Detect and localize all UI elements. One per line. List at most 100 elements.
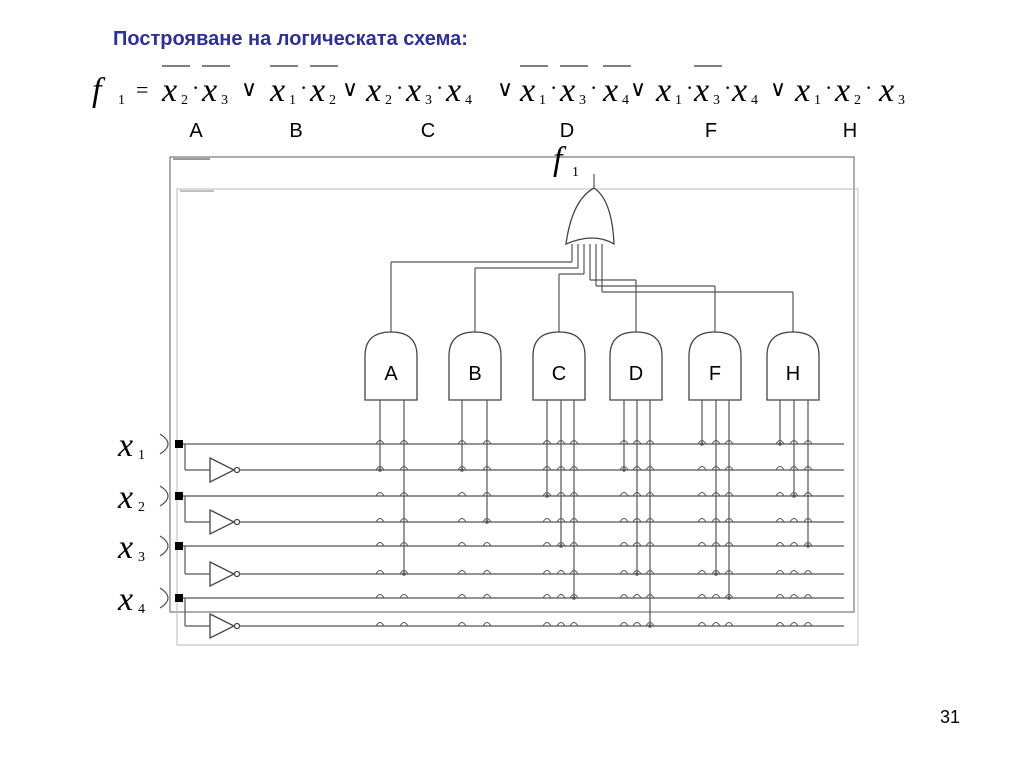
formula-subscript: 2 — [854, 93, 861, 108]
inverter-bubble — [233, 570, 241, 578]
wire-crossover — [775, 518, 785, 523]
wire-crossover — [619, 440, 629, 445]
formula-lhs-subscript: 1 — [118, 93, 125, 108]
wire-crossover — [482, 622, 492, 627]
wire-crossover — [632, 440, 642, 445]
wire-crossover — [375, 570, 385, 575]
wire-crossover — [775, 622, 785, 627]
and-dot: · — [865, 75, 872, 100]
formula-variable: x — [161, 72, 177, 109]
wire-crossover — [632, 622, 642, 627]
wire-crossover — [569, 518, 579, 523]
formula-variable: x — [794, 72, 810, 109]
wire-crossover — [399, 466, 409, 471]
input-label-x1: x — [117, 427, 133, 464]
wire-crossover — [775, 570, 785, 575]
wire-crossover — [697, 492, 707, 497]
and-gate-D — [609, 331, 663, 401]
wire-crossover — [789, 570, 799, 575]
wire-crossover — [482, 518, 492, 523]
wire-crossover — [645, 518, 655, 523]
wire-crossover — [619, 518, 629, 523]
wire-crossover — [482, 594, 492, 599]
wire-crossover — [632, 466, 642, 471]
wire-crossover — [482, 570, 492, 575]
wire-crossover — [556, 622, 566, 627]
wire-crossover — [803, 440, 813, 445]
wire-crossover — [697, 518, 707, 523]
wire-crossover — [803, 594, 813, 599]
input-label-x3: x — [117, 529, 133, 566]
and-dot: · — [192, 75, 199, 100]
and-gate-A — [364, 331, 418, 401]
formula-variable: x — [559, 72, 575, 109]
wire-crossover — [375, 492, 385, 497]
formula-variable: x — [445, 72, 461, 109]
wire-crossover — [482, 542, 492, 547]
wire-crossover — [556, 570, 566, 575]
wire-crossover — [375, 622, 385, 627]
inner-frame — [176, 188, 859, 646]
wire-crossover — [399, 622, 409, 627]
formula-variable: x — [365, 72, 381, 109]
wire-crossover — [724, 622, 734, 627]
wire-crossover — [457, 466, 467, 471]
wire-crossover — [697, 594, 707, 599]
junction-dot — [485, 520, 489, 524]
or-symbol: ∨ — [497, 76, 513, 101]
wire-crossover — [542, 622, 552, 627]
wire-crossover — [556, 492, 566, 497]
formula-subscript: 3 — [898, 93, 905, 108]
wire-crossover — [619, 570, 629, 575]
wire-crossover — [697, 466, 707, 471]
formula-subscript: 1 — [539, 93, 546, 108]
inverter-bubble — [233, 466, 241, 474]
wire-crossover — [711, 492, 721, 497]
wire-crossover — [542, 492, 552, 497]
and-dot: · — [436, 75, 443, 100]
junction-dot — [622, 468, 626, 472]
wire-crossover — [457, 492, 467, 497]
formula-variable: x — [655, 72, 671, 109]
wire-crossover — [542, 570, 552, 575]
formula-subscript: 3 — [425, 93, 432, 108]
formula-variable: x — [731, 72, 747, 109]
wire-crossover — [803, 518, 813, 523]
or-symbol: ∨ — [342, 76, 358, 101]
wire-crossover — [457, 518, 467, 523]
wire-crossover — [645, 440, 655, 445]
wire-crossover — [556, 466, 566, 471]
formula-variable: x — [693, 72, 709, 109]
wire-crossover — [645, 570, 655, 575]
wire-crossover — [645, 466, 655, 471]
wire-crossover — [632, 542, 642, 547]
junction-dot — [635, 572, 639, 576]
wire-crossover — [632, 570, 642, 575]
wire-crossover — [803, 570, 813, 575]
wire-crossover — [789, 440, 799, 445]
wire-crossover — [724, 440, 734, 445]
wire-crossover — [775, 466, 785, 471]
wire-crossover — [457, 440, 467, 445]
input-subscript-x1: 1 — [138, 448, 145, 463]
formula-subscript: 1 — [289, 93, 296, 108]
and-dot: · — [300, 75, 307, 100]
wire-crossover — [632, 492, 642, 497]
wire-crossover — [645, 492, 655, 497]
input-label-x4: x — [117, 581, 133, 618]
term-label-H: H — [843, 120, 857, 142]
and-gate-label-D: D — [629, 363, 643, 385]
wire-crossover — [619, 466, 629, 471]
wire-crossover — [399, 492, 409, 497]
wire-crossover — [775, 440, 785, 445]
inverter-x2 — [209, 508, 236, 536]
input-connector-arc — [159, 485, 169, 507]
wire-crossover — [619, 594, 629, 599]
wire-crossover — [569, 570, 579, 575]
wire-crossover — [569, 594, 579, 599]
input-label-x2: x — [117, 479, 133, 516]
junction-dot — [806, 544, 810, 548]
